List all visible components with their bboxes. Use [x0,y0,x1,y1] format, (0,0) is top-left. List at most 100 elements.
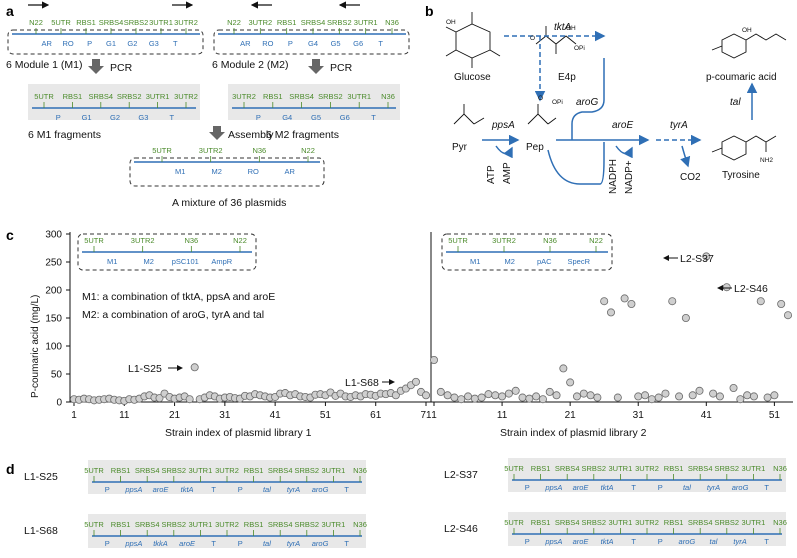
construct-top-label: 3UTR1 [189,466,213,475]
construct-top-label: 5UTR [504,518,524,527]
inset1-top-label: N36 [184,236,198,245]
m1-fragment-bottom-label: G2 [110,113,120,122]
inset2-top-label: 3UTR2 [492,236,516,245]
construct-gene-label: P [525,537,530,546]
m2-fragment-bottom-label: P [256,113,261,122]
construct-top-label: RBS1 [664,518,684,527]
data-point-lib2 [729,383,738,392]
inset1-bottom-label: pSC101 [172,257,199,266]
data-point-lib2 [572,392,581,401]
construct-top-label: 5UTR [504,464,524,473]
module1-top-label: N22 [29,18,43,27]
data-point-lib2 [552,391,561,400]
glucose-label: Glucose [454,72,491,83]
construct-top-label: N36 [353,466,367,475]
plasmid-mix-bottom-label: M2 [212,167,222,176]
construct-gene-label: T [764,537,769,546]
p-coumaric-label: p-coumaric acid [706,72,777,83]
inset2-top-label: 5UTR [448,236,468,245]
data-point-lib2 [736,395,745,404]
module2-bottom-label: T [378,39,383,48]
construct-top-label: SRBS2 [161,466,186,475]
construct-gene-label: tal [263,539,271,548]
data-point-lib2 [715,392,724,401]
plasmid-mix-top-label: 5UTR [152,146,172,155]
data-point-lib2 [763,393,772,402]
construct-gene-label: aroE [573,483,590,492]
data-point-lib1 [421,391,430,400]
module1-bottom-label: T [173,39,178,48]
construct-gene-label: tkkA [153,539,168,548]
x-tick-label-lib1: 41 [270,410,282,421]
construct-top-label: 3UTR1 [742,518,766,527]
module2-top-label: SRBS2 [327,18,352,27]
data-point-lib2 [579,389,588,398]
inset2-top-label: N22 [589,236,603,245]
construct-gene-label: P [238,485,243,494]
data-point-lib2 [545,387,554,396]
y-tick-label: 300 [45,230,62,241]
inset2-top-label: N36 [543,236,557,245]
data-point-lib2 [607,308,616,317]
construct-gene-label: tktA [601,537,614,546]
construct-top-label: SRBS4 [135,466,160,475]
data-point-lib2 [450,393,459,402]
construct-top-label: 3UTR1 [322,466,346,475]
construct-name: L1-S25 [24,471,58,483]
module2-bottom-label: G4 [308,39,318,48]
data-point-lib2 [559,364,568,373]
m2-fragment-bottom-label: G4 [282,113,292,122]
amp-label: AMP [502,162,513,184]
module2-caption: 6 Module 2 (M2) [212,59,288,71]
m2-fragment-top-label: 3UTR1 [347,92,371,101]
inset1-top-label: 5UTR [84,236,104,245]
m2-fragment-top-label: 3UTR2 [232,92,256,101]
construct-top-label: 5UTR [84,520,104,529]
construct-gene-label: tktA [601,483,614,492]
construct-top-label: RBS1 [531,464,551,473]
m1-fragment-top-label: 3UTR2 [174,92,198,101]
construct-gene-label: P [105,485,110,494]
module2-bottom-label: P [288,39,293,48]
construct-gene-label: T [211,485,216,494]
inset1-bottom-label: M1 [107,257,117,266]
construct-top-label: SRBS2 [581,518,606,527]
construct-top-label: N36 [773,518,787,527]
data-point-lib2 [593,393,602,402]
x-axis-label-lib1: Strain index of plasmid library 1 [165,427,312,439]
x-tick-label-lib1: 21 [169,410,181,421]
module1-caption: 6 Module 1 (M1) [6,59,82,71]
construct-gene-label: P [525,483,530,492]
module1-top-label: 3UTR1 [149,18,173,27]
module2-construct: 6 Module 2 (M2) [212,1,410,71]
plasmid-mix-bottom-label: RO [248,167,259,176]
inset1-top-label: 3UTR2 [131,236,155,245]
nadp-label: NADP+ [624,160,635,194]
construct-gene-label: tal [263,485,271,494]
inset2-bottom-label: SpecR [567,257,590,266]
construct-top-label: 3UTR2 [215,466,239,475]
aroG-label: aroG [576,97,598,108]
aroE-label: aroE [612,120,633,131]
x-tick-label-lib1: 71 [420,410,432,421]
data-point-lib1 [411,377,420,386]
m2-fragment-bottom-label: G6 [340,113,350,122]
module2-bottom-label: AR [240,39,251,48]
x-tick-label-lib2: 1 [431,410,437,421]
chem-atom-label: O [530,35,535,42]
construct-top-label: SRBS4 [268,520,293,529]
module2-top-label: 3UTR2 [248,18,272,27]
chem-atom-label: OPi [574,45,585,52]
m1-fragment-top-label: RBS1 [63,92,83,101]
module1-bottom-label: G1 [106,39,116,48]
construct-gene-label: T [211,539,216,548]
assembly-arrow: Assembly [209,126,274,141]
data-point-lib2 [504,389,513,398]
y-tick-label: 0 [56,398,62,409]
data-point-lib1 [155,394,164,403]
callout-l2-s46: L2-S46 [717,283,768,295]
construct-top-label: SRBS2 [161,520,186,529]
